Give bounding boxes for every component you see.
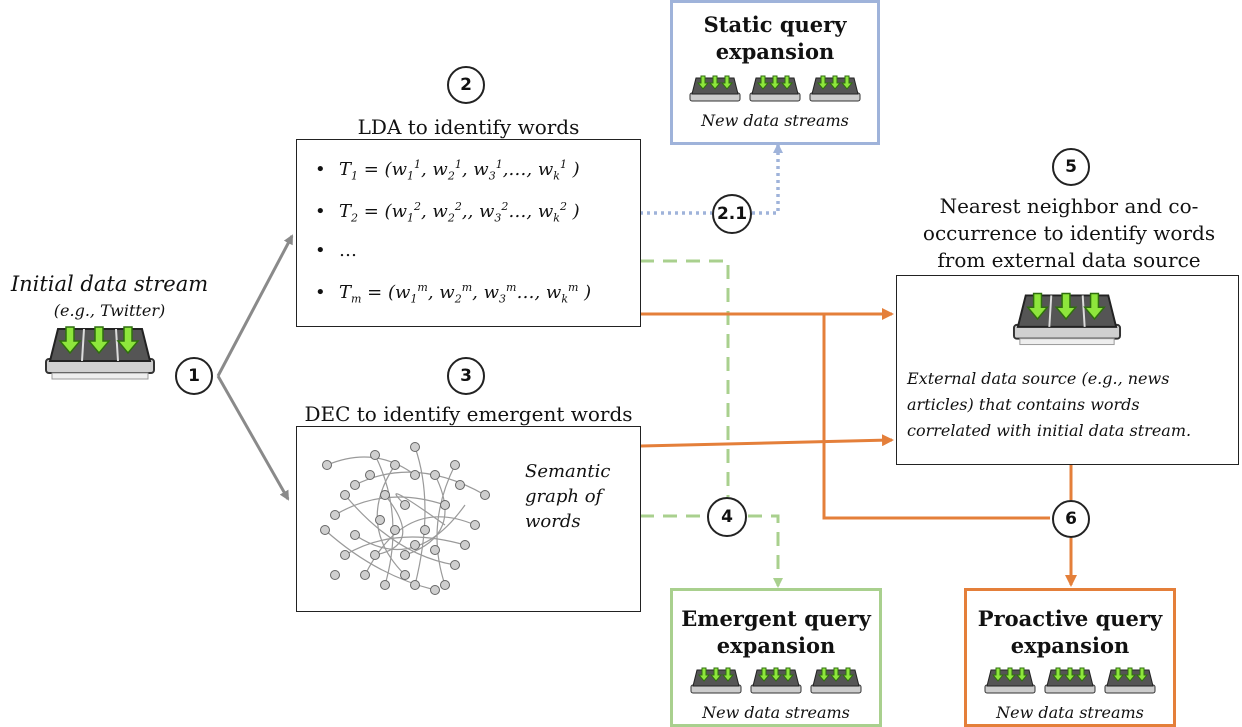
stream-device-icon [1012,292,1122,346]
orange-lda-branch [822,314,1050,520]
nearest-heading: Nearest neighbor and co- occurrence to i… [922,194,1216,272]
topic-formula-1: •T1 = (w11, w21, w31,…, wk1 ) [315,158,580,183]
step-2-1-badge: 2.1 [712,194,752,234]
topic-formula-2: •T2 = (w12, w22,, w32…, wk2 ) [315,200,580,225]
step-4-badge: 4 [707,497,747,537]
emergent-query-subtitle: New data streams [702,703,850,722]
step-5-badge: 5 [1052,148,1090,186]
initial-stream-subtitle: (e.g., Twitter) [53,301,166,320]
arrow-1-to-lda [216,234,294,377]
stream-device-icon [750,667,802,694]
dec-box: Semantic graph of words [296,426,641,612]
lda-box: •T1 = (w11, w21, w31,…, wk1 ) •T2 = (w12… [296,139,641,327]
proactive-devices [967,667,1173,697]
stream-device-icon [690,667,742,694]
external-source-caption: External data source (e.g., news article… [907,369,1192,440]
green-dashed-from-lda [640,259,730,497]
orange-dec-to-external [640,434,894,448]
stream-device-icon [749,75,801,102]
external-source-box: External data source (e.g., news article… [896,275,1239,465]
proactive-query-subtitle: New data streams [996,703,1144,722]
emergent-devices [673,667,879,697]
stream-device-icon [689,75,741,102]
step-1-badge: 1 [175,357,213,395]
dec-heading: DEC to identify emergent words [304,402,633,426]
stream-device-icon [1104,667,1156,694]
stream-device-icon [809,75,861,102]
stream-device-icon [45,326,155,380]
blue-dotted-arrow [752,143,783,215]
step-3-badge: 3 [447,357,485,395]
graph-caption: Semantic graph of words [525,461,611,532]
static-devices [673,75,877,105]
green-dashed-to-emergent [748,514,783,588]
step-6-badge: 6 [1052,500,1090,538]
semantic-graph-icon [320,442,490,595]
static-query-subtitle: New data streams [701,111,849,130]
stream-device-icon [1044,667,1096,694]
topic-ellipsis: •… [315,240,357,261]
topic-formula-m: •Tm = (w1m, w2m, w3m…, wkm ) [315,281,592,306]
step-2-badge: 2 [447,66,485,104]
stream-device-icon [984,667,1036,694]
lda-heading: LDA to identify words [357,115,580,139]
stream-device-icon [810,667,862,694]
initial-stream-title: Initial data stream [10,272,209,296]
arrow-1-to-dec [216,375,290,501]
